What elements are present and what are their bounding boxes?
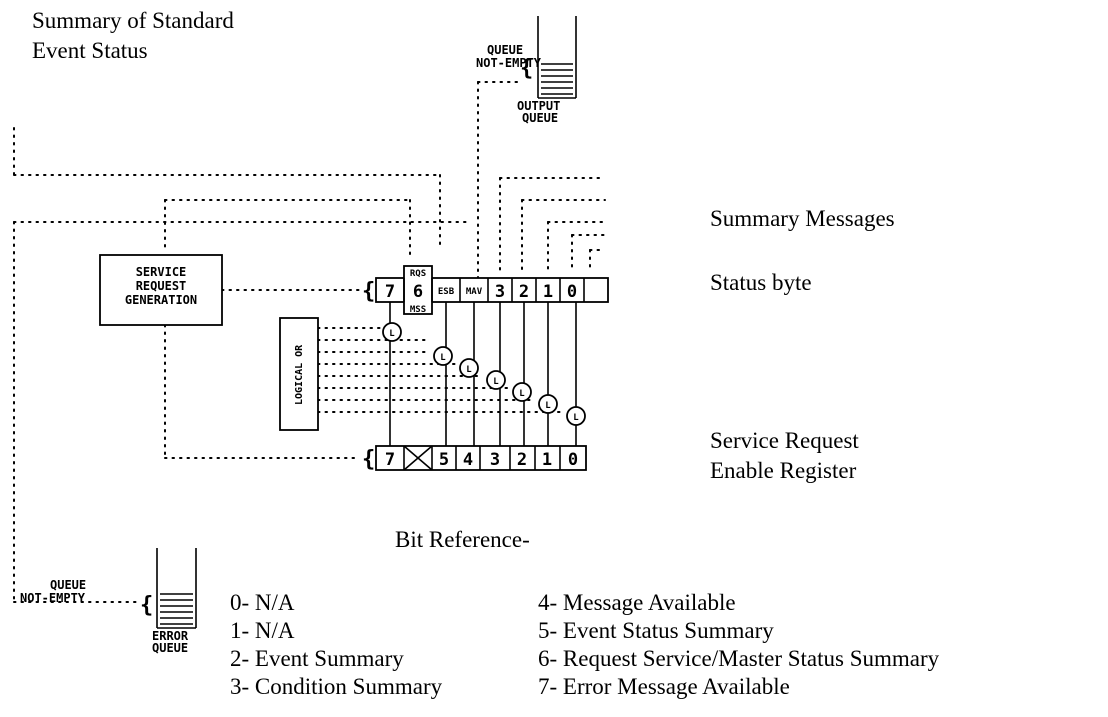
bit-reference-list-left: 0- N/A 1- N/A 2- Event Summary 3- Condit… (230, 589, 442, 701)
status-bit-6: 6 (413, 282, 423, 302)
output-queue-label-line1: OUTPUT (517, 99, 560, 113)
bit-reference-item: 1- N/A (230, 618, 295, 643)
enable-bit-4: 4 (463, 450, 473, 470)
enable-bit-5: 5 (439, 450, 449, 470)
brace-icon: { (520, 56, 533, 81)
enable-bit-0: 0 (568, 450, 578, 470)
status-bit-5: ESB (438, 287, 455, 297)
and-gate-icon: L (493, 377, 499, 387)
bit-reference-title: Bit Reference- (395, 527, 530, 552)
and-gate-icon: L (573, 413, 579, 423)
srer-label-line2: Enable Register (710, 458, 857, 483)
error-queue: QUEUE NOT-EMPTY { ERROR QUEUE (20, 548, 197, 655)
status-bit-1: 1 (543, 282, 553, 302)
status-bit-4: MAV (466, 287, 483, 297)
bit-reference-item: 0- N/A (230, 590, 295, 615)
output-queue-label-line2: QUEUE (522, 111, 558, 125)
brace-icon: { (362, 447, 375, 472)
signal-lines (13, 81, 606, 603)
header-line-2: Event Status (32, 38, 148, 63)
and-gate-icon: L (466, 365, 472, 375)
srq-line3: GENERATION (125, 293, 197, 307)
status-bit-3: 3 (495, 282, 505, 302)
and-gate-icon: L (389, 329, 395, 339)
bit-reference-item: 3- Condition Summary (230, 674, 443, 699)
bit-reference-item: 2- Event Summary (230, 646, 404, 671)
and-gate-icon (538, 394, 558, 414)
and-gate-icon (486, 370, 506, 390)
error-queue-label-line2: QUEUE (152, 641, 188, 655)
logical-or-label: LOGICAL OR (294, 344, 305, 405)
srq-line1: SERVICE (136, 265, 187, 279)
bit-reference-list-right: 4- Message Available 5- Event Status Sum… (538, 589, 939, 701)
output-queue-flag-line1: QUEUE (487, 43, 523, 57)
bit-reference-item: 5- Event Status Summary (538, 618, 774, 643)
brace-icon: { (140, 593, 153, 618)
and-gate-icon (566, 406, 586, 426)
mss-label: MSS (410, 305, 426, 315)
status-bit-7: 7 (385, 282, 395, 302)
brace-icon: { (362, 279, 375, 304)
service-request-enable-register: { 7 5 4 3 2 1 0 (362, 445, 587, 472)
and-gates: L L L L L L L (382, 302, 586, 446)
service-request-generation-block: SERVICE REQUEST GENERATION (99, 254, 223, 326)
and-gate-icon (459, 358, 479, 378)
and-gate-icon (433, 346, 453, 366)
and-gate-icon (382, 322, 402, 342)
status-bit-2: 2 (519, 282, 529, 302)
status-bit-0: 0 (567, 282, 577, 302)
status-byte-register: { 7 6 ESB MAV 3 2 1 0 RQS MSS (362, 265, 609, 315)
summary-messages-label: Summary Messages (710, 206, 895, 231)
srq-line2: REQUEST (136, 279, 187, 293)
logical-or-block: LOGICAL OR (279, 317, 319, 431)
rqs-label: RQS (410, 269, 426, 279)
header-line-1: Summary of Standard (32, 8, 234, 33)
enable-bit-3: 3 (490, 450, 500, 470)
and-gate-icon: L (519, 389, 525, 399)
output-queue-flag-line2: NOT-EMPTY (476, 56, 542, 70)
error-queue-label-line1: ERROR (152, 629, 189, 643)
output-queue: QUEUE NOT-EMPTY { OUTPUT QUEUE (476, 16, 577, 125)
and-gate-icon: L (545, 401, 551, 411)
bit-reference-item: 7- Error Message Available (538, 674, 790, 699)
bit-reference-item: 6- Request Service/Master Status Summary (538, 646, 940, 671)
status-byte-label: Status byte (710, 270, 812, 295)
and-gate-icon: L (440, 353, 446, 363)
enable-bit-1: 1 (542, 450, 552, 470)
bit-reference-item: 4- Message Available (538, 590, 736, 615)
error-queue-flag-line1: QUEUE (50, 578, 86, 592)
enable-bit-2: 2 (517, 450, 527, 470)
enable-bit-7: 7 (385, 450, 395, 470)
srer-label-line1: Service Request (710, 428, 859, 453)
and-gate-icon (512, 382, 532, 402)
